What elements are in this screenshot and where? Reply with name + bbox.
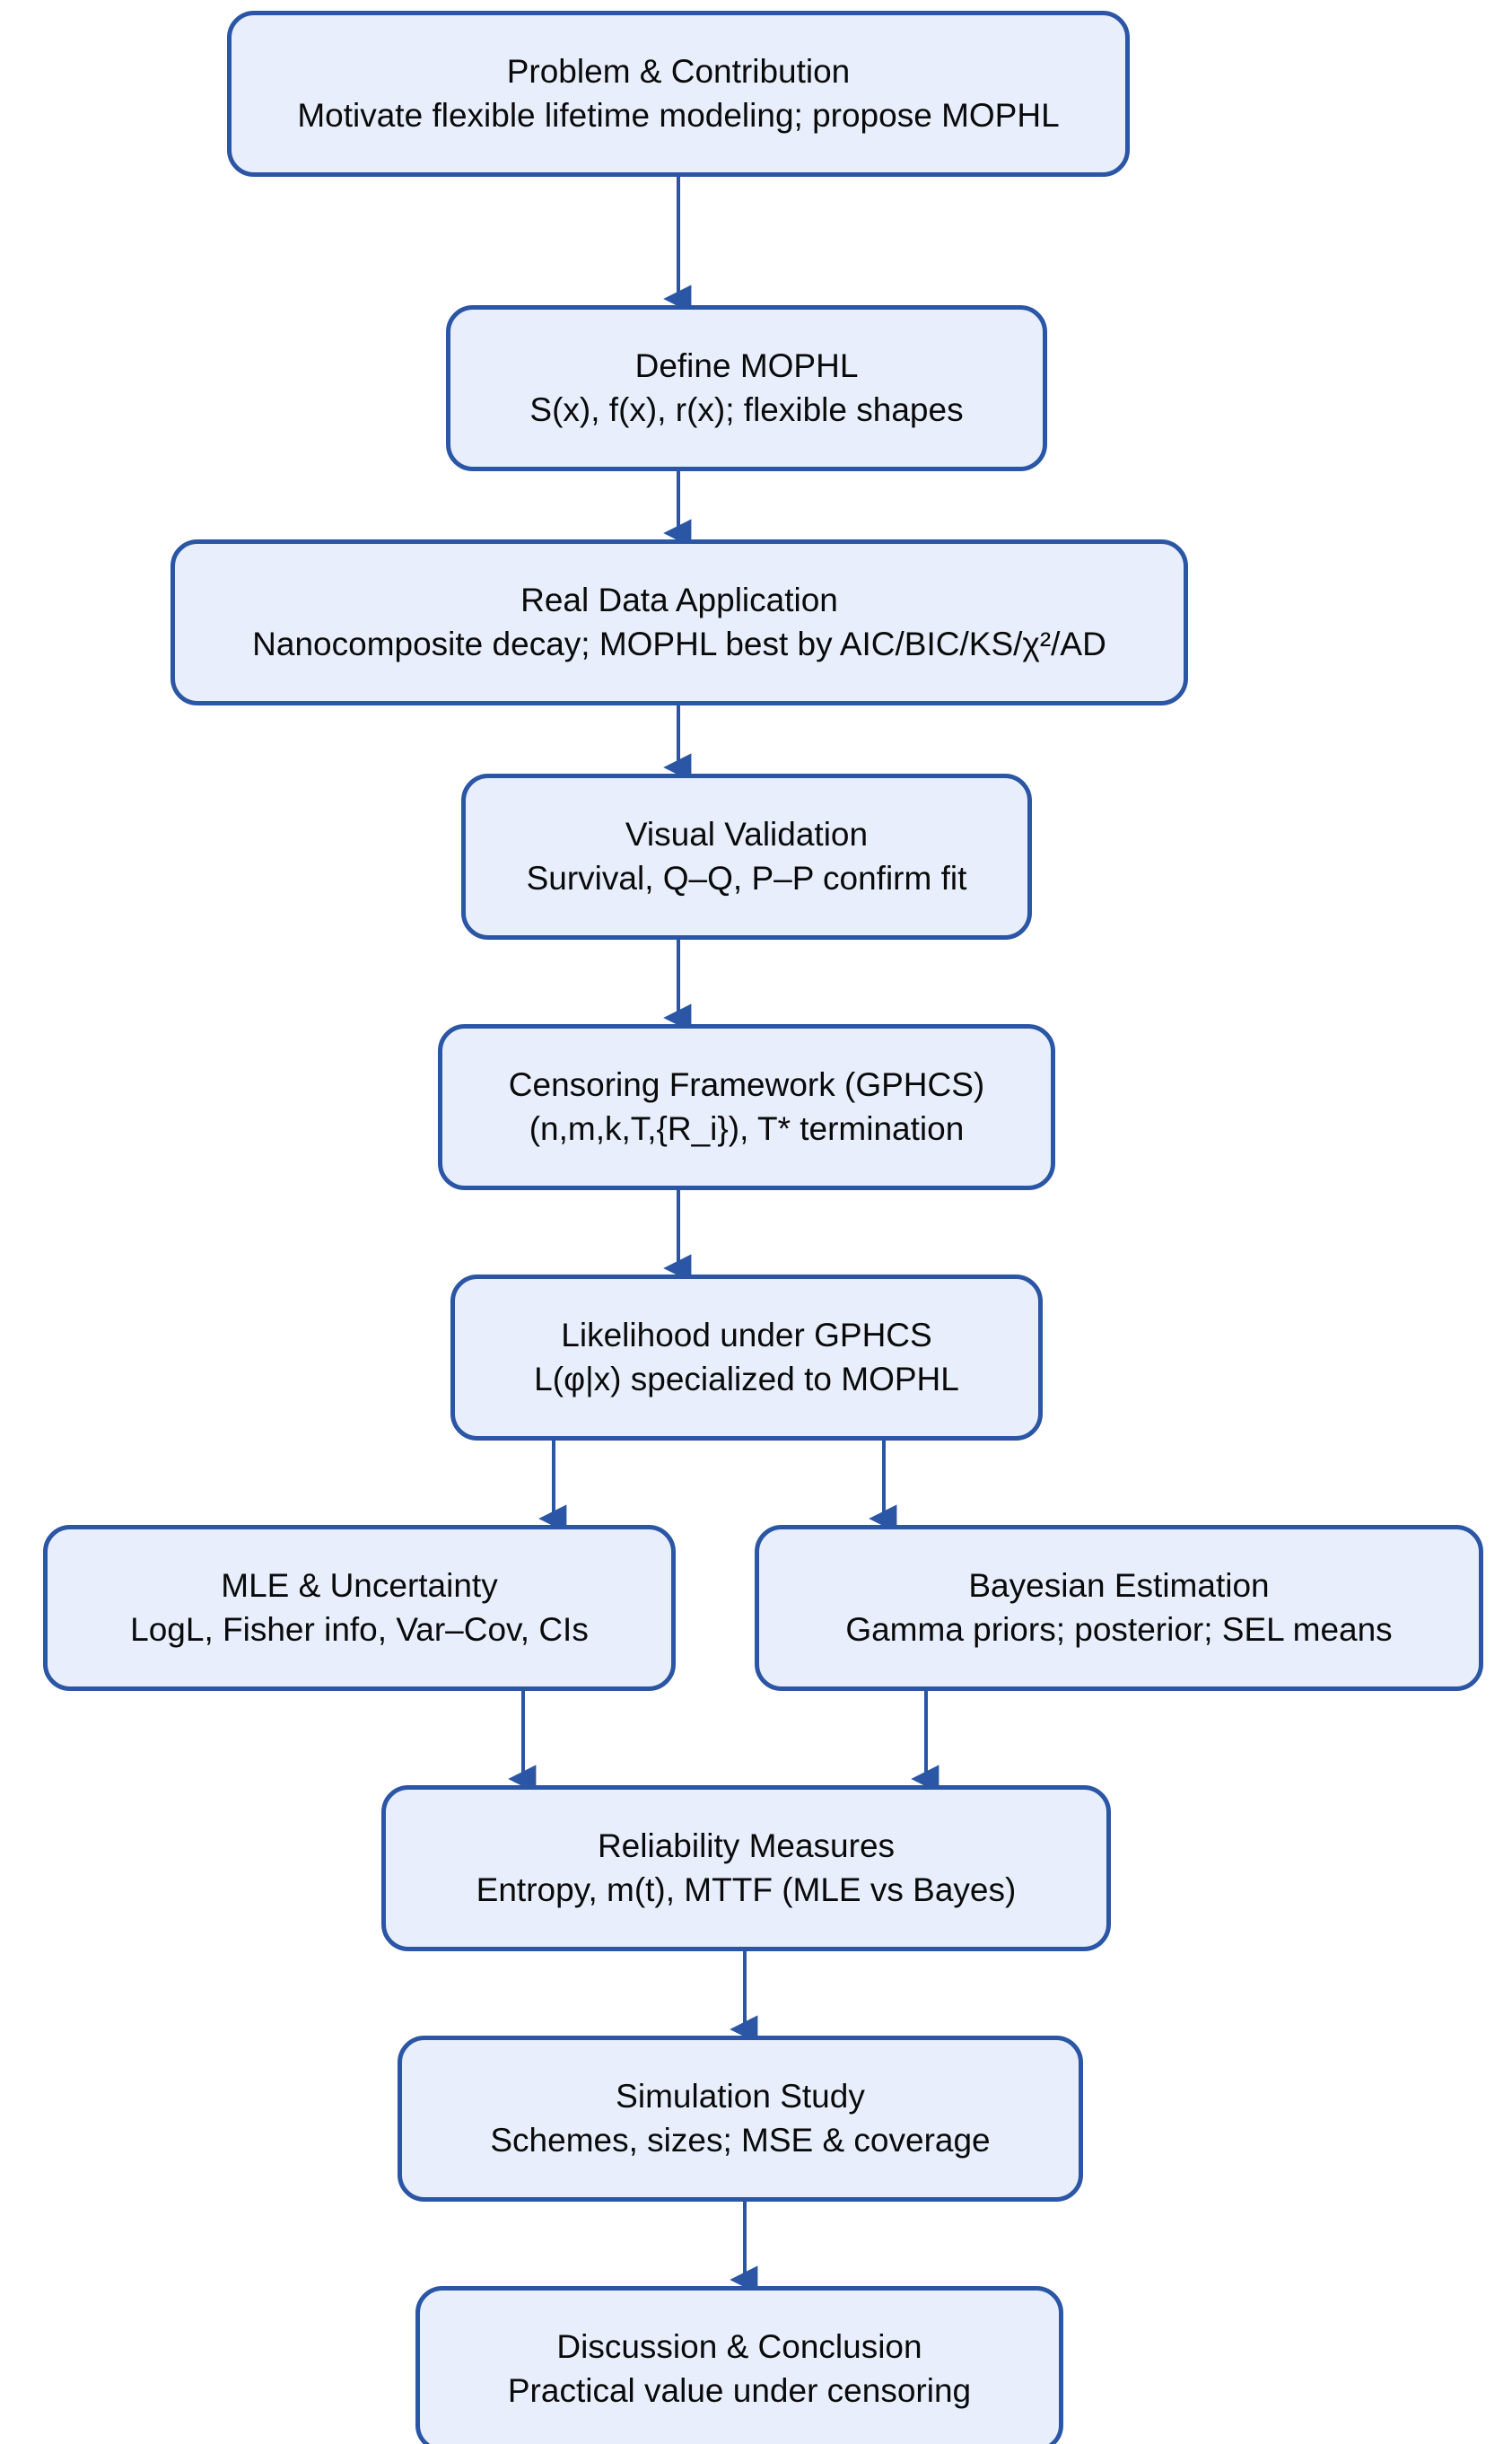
node-title: Visual Validation	[625, 816, 869, 854]
node-title: Real Data Application	[520, 582, 838, 619]
node-title: Bayesian Estimation	[968, 1567, 1270, 1605]
node-define-mophl[interactable]: Define MOPHL S(x), f(x), r(x); flexible …	[446, 305, 1047, 471]
node-title: Simulation Study	[616, 2078, 865, 2116]
node-subtitle: Practical value under censoring	[507, 2371, 972, 2409]
node-subtitle: Gamma priors; posterior; SEL means	[845, 1610, 1393, 1648]
node-problem-contribution[interactable]: Problem & Contribution Motivate flexible…	[227, 11, 1130, 177]
node-subtitle: L(φ|x) specialized to MOPHL	[534, 1360, 959, 1397]
node-title: Censoring Framework (GPHCS)	[508, 1066, 985, 1104]
node-title: Define MOPHL	[634, 347, 859, 385]
node-censoring-framework[interactable]: Censoring Framework (GPHCS) (n,m,k,T,{R_…	[438, 1024, 1055, 1190]
node-title: Reliability Measures	[597, 1827, 896, 1865]
node-discussion-conclusion[interactable]: Discussion & Conclusion Practical value …	[415, 2286, 1063, 2444]
node-subtitle: (n,m,k,T,{R_i}), T* termination	[529, 1109, 965, 1147]
node-likelihood-under-gphcs[interactable]: Likelihood under GPHCS L(φ|x) specialize…	[450, 1275, 1043, 1441]
node-title: MLE & Uncertainty	[221, 1567, 498, 1605]
node-title: Discussion & Conclusion	[556, 2328, 922, 2366]
node-subtitle: Nanocomposite decay; MOPHL best by AIC/B…	[252, 625, 1106, 662]
node-subtitle: Survival, Q–Q, P–P confirm fit	[526, 859, 967, 897]
node-subtitle: S(x), f(x), r(x); flexible shapes	[529, 390, 964, 428]
node-bayesian-estimation[interactable]: Bayesian Estimation Gamma priors; poster…	[755, 1525, 1483, 1691]
node-subtitle: Schemes, sizes; MSE & coverage	[490, 2121, 991, 2159]
node-subtitle: Entropy, m(t), MTTF (MLE vs Bayes)	[476, 1870, 1017, 1908]
node-subtitle: LogL, Fisher info, Var–Cov, CIs	[130, 1610, 589, 1648]
node-subtitle: Motivate flexible lifetime modeling; pro…	[297, 96, 1060, 134]
node-visual-validation[interactable]: Visual Validation Survival, Q–Q, P–P con…	[461, 774, 1032, 940]
node-title: Likelihood under GPHCS	[561, 1317, 932, 1354]
node-real-data-application[interactable]: Real Data Application Nanocomposite deca…	[170, 539, 1188, 705]
node-simulation-study[interactable]: Simulation Study Schemes, sizes; MSE & c…	[398, 2036, 1083, 2202]
node-reliability-measures[interactable]: Reliability Measures Entropy, m(t), MTTF…	[381, 1785, 1111, 1951]
node-title: Problem & Contribution	[506, 53, 851, 91]
node-mle-uncertainty[interactable]: MLE & Uncertainty LogL, Fisher info, Var…	[43, 1525, 676, 1691]
